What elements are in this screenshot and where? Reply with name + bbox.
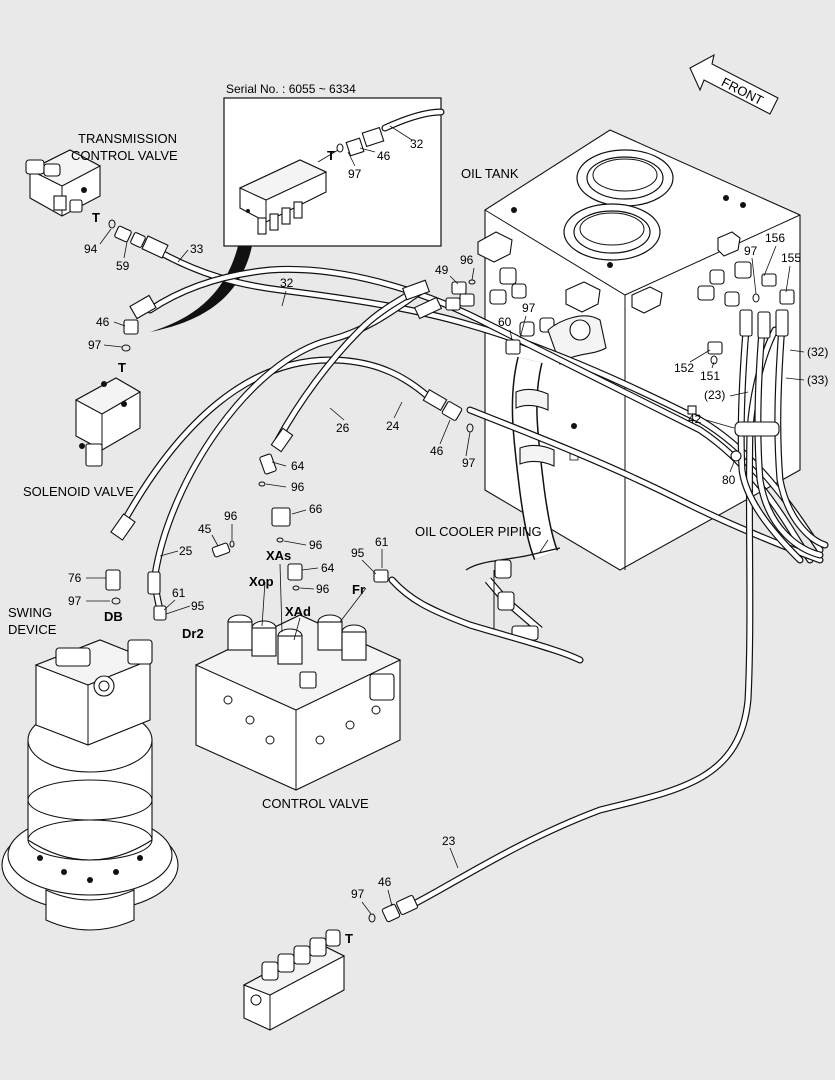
control-valve-label: CONTROL VALVE [262,796,369,811]
part-42: 42 [688,412,702,426]
valve-area-labels: 64 96 66 96 45 96 64 96 25 61 95 95 61 [159,459,389,615]
hose-fittings [110,235,789,595]
inset-serial-label: Serial No. : 6055 ~ 6334 [226,82,356,96]
part-96-a: 96 [291,480,305,494]
part-33-paren: (33) [807,373,828,387]
part-46-solenoid: 46 [96,315,110,329]
inset-part-32: 32 [410,137,424,151]
part-97-tank: 97 [522,301,536,315]
part-94: 94 [84,242,98,256]
swing-port-db: DB [104,609,123,624]
part-23-bottom: 23 [442,834,456,848]
control-valve: CONTROL VALVE XAs Xop XAd Fr Dr2 [153,453,402,811]
port-xad: XAd [285,604,311,619]
part-96-c: 96 [224,509,238,523]
hoses [118,246,829,909]
part-33: 33 [190,242,204,256]
solenoid-label: SOLENOID VALVE [23,484,134,499]
port-xas: XAs [266,548,291,563]
part-152: 152 [674,361,694,375]
part-64-a: 64 [291,459,305,473]
part-151: 151 [700,369,720,383]
manifold-port-t: T [345,931,353,946]
inset-part-46: 46 [377,149,391,163]
part-97-right: 97 [744,244,758,258]
part-60: 60 [498,315,512,329]
oil-tank-label: OIL TANK [461,166,519,181]
oil-cooler-pipe [511,315,607,560]
part-24: 24 [386,419,400,433]
part-45: 45 [198,522,212,536]
oil-tank [477,129,801,571]
oil-cooler-piping-label: OIL COOLER PIPING [415,524,542,539]
tank-area-labels: OIL TANK 49 96 97 60 24 26 46 97 32 [280,166,536,470]
swing-label-line2: DEVICE [8,622,57,637]
bottom-manifold: T 97 46 23 [242,834,459,1031]
part-61-b: 61 [375,535,389,549]
part-66: 66 [309,502,323,516]
inset-serial-box: Serial No. : 6055 ~ 6334 T 46 32 97 [223,82,445,247]
part-23-paren: (23) [704,388,725,402]
part-46-bottom: 46 [378,875,392,889]
part-95-b: 95 [351,546,365,560]
solenoid-port-t: T [118,360,126,375]
right-side-labels: 156 97 155 152 151 (32) (33) (23) 42 80 [674,231,828,487]
part-26: 26 [336,421,350,435]
port-xop: Xop [249,574,274,589]
inset-callout-wedge [150,246,252,332]
part-59: 59 [116,259,130,273]
part-80: 80 [722,473,736,487]
part-61-a: 61 [172,586,186,600]
part-156: 156 [765,231,785,245]
part-32-paren: (32) [807,345,828,359]
port-dr2: Dr2 [182,626,204,641]
part-97-tank2: 97 [462,456,476,470]
part-49: 49 [435,263,449,277]
part-32-main: 32 [280,276,294,290]
part-97-solenoid: 97 [88,338,102,352]
part-97-bottom: 97 [351,887,365,901]
front-arrow: FRONT [689,53,779,115]
part-155: 155 [781,251,801,265]
part-64-b: 64 [321,561,335,575]
part-76: 76 [68,571,82,585]
tcv-label-line2: CONTROL VALVE [71,148,178,163]
port-fr: Fr [352,582,365,597]
inset-part-97: 97 [348,167,362,181]
tcv-label-line1: TRANSMISSION [78,131,177,146]
solenoid-valve: SOLENOID VALVE T 46 97 [23,315,142,499]
part-96-e: 96 [316,582,330,596]
part-46-tank: 46 [430,444,444,458]
inset-port-t: T [327,148,335,163]
swing-label-line1: SWING [8,605,52,620]
swing-device: SWING DEVICE DB 76 97 [1,569,179,931]
transmission-control-valve: TRANSMISSION CONTROL VALVE T 94 59 33 [25,131,204,273]
part-97-swing: 97 [68,594,82,608]
part-96-tank: 96 [460,253,474,267]
part-25: 25 [179,544,193,558]
part-95-a: 95 [191,599,205,613]
tcv-port-t: T [92,210,100,225]
part-96-b: 96 [309,538,323,552]
